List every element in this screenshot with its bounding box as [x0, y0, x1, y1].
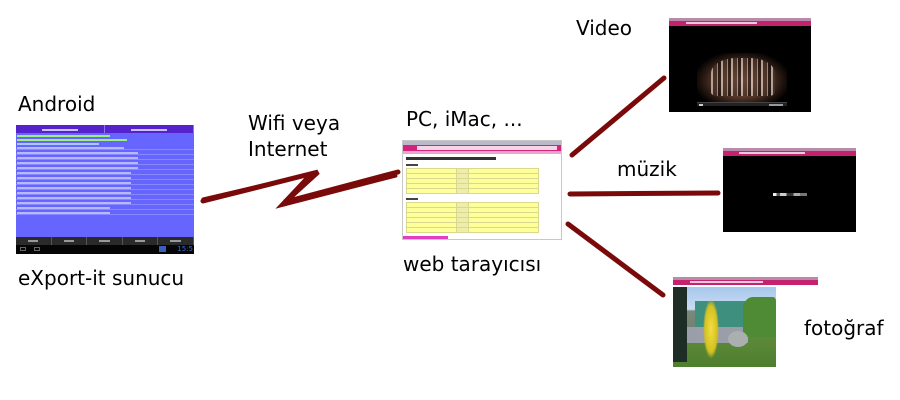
notification-icon — [159, 246, 166, 252]
media-label-music: müzik — [617, 157, 677, 181]
android-caption: eXport-it sunucu — [18, 266, 185, 290]
video-files-table — [406, 168, 539, 194]
client-title: PC, iMac, ... — [406, 107, 523, 131]
link-photo — [565, 221, 666, 298]
back-icon — [20, 247, 26, 251]
android-clock: 15:5 — [177, 245, 193, 253]
browser-tabs — [403, 141, 561, 145]
lightning-bolt-icon — [200, 169, 401, 205]
android-nav-bar: 15:5 — [16, 245, 194, 254]
network-label-line2: Internet — [248, 137, 328, 161]
link-video — [569, 75, 667, 158]
photo-viewer-screenshot — [673, 277, 818, 367]
android-title: Android — [18, 92, 96, 116]
garden-photo — [673, 287, 776, 367]
video-player-screenshot — [669, 18, 811, 112]
client-caption: web tarayıcısı — [403, 252, 542, 276]
link-music — [567, 190, 721, 197]
android-button-bar — [16, 237, 194, 245]
android-server-screenshot: 15:5 — [16, 125, 194, 254]
browser-url-bar — [417, 146, 557, 150]
audio-files-table — [406, 202, 539, 233]
audio-player-screenshot — [723, 148, 856, 232]
audio-controls — [773, 193, 807, 196]
home-icon — [34, 247, 40, 251]
media-label-photo: fotoğraf — [804, 316, 884, 340]
android-header — [16, 125, 194, 133]
browser-page-title — [406, 157, 496, 160]
browser-screenshot — [402, 140, 562, 240]
video-controls — [697, 102, 787, 106]
media-label-video: Video — [576, 16, 633, 40]
network-label-line1: Wifi veya — [248, 111, 341, 135]
